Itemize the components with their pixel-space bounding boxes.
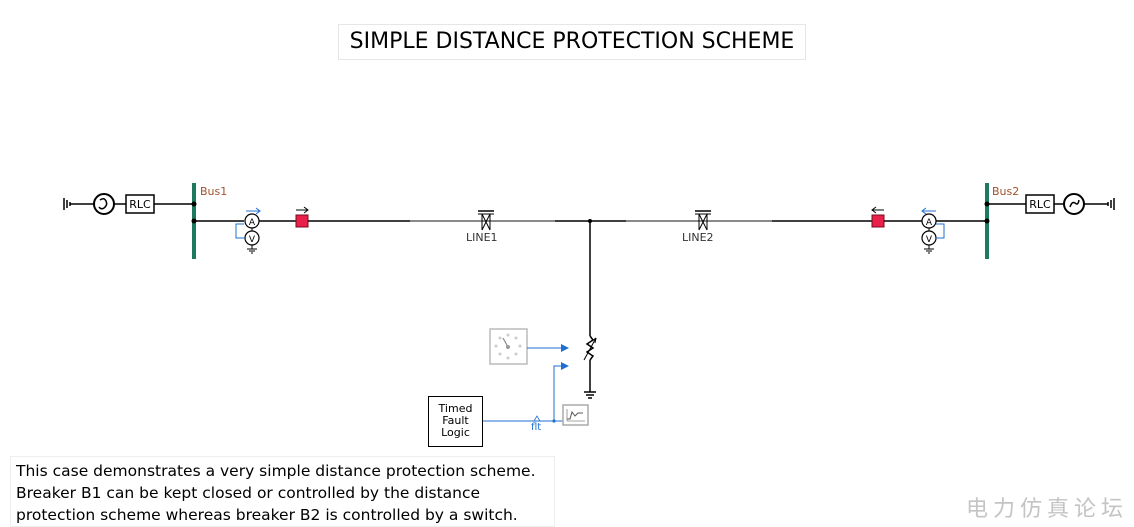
watermark: 电力仿真论坛: [965, 497, 1128, 522]
bus1-node-top: [191, 201, 197, 207]
ammeter-right-label: A: [926, 218, 933, 228]
ammeter-left[interactable]: A: [244, 213, 260, 229]
ground-left: [63, 198, 71, 210]
description-line-1: This case demonstrates a very simple dis…: [16, 462, 536, 480]
description-line-3: protection scheme whereas breaker B2 is …: [16, 506, 518, 524]
fault-resistor[interactable]: [583, 335, 597, 361]
voltmeter-right-label: V: [926, 235, 933, 245]
rlc-left-label: RLC: [129, 198, 151, 211]
breaker-b1[interactable]: [295, 214, 309, 228]
tower-icon-line1: [478, 210, 494, 231]
ammeter-right[interactable]: A: [921, 213, 937, 229]
fault-logic-line-1: Timed: [438, 402, 473, 415]
bus1-label: Bus1: [200, 185, 228, 198]
voltmeter-left-label: V: [249, 235, 256, 245]
dial-control[interactable]: [489, 328, 528, 365]
rlc-right-label: RLC: [1029, 198, 1051, 211]
ground-fault: [584, 391, 596, 399]
fault-signal-label: flt: [531, 422, 542, 433]
signal-tap-icon: [533, 415, 541, 422]
meter-left-return: [235, 223, 245, 239]
direction-arrow-left-meter: [246, 207, 261, 215]
description-box: This case demonstrates a very simple dis…: [10, 456, 555, 527]
signal-fault-logic-to-fault: [483, 362, 569, 422]
voltmeter-right[interactable]: V: [921, 228, 937, 254]
description-line-2: Breaker B1 can be kept closed or control…: [16, 484, 481, 502]
voltage-source-left[interactable]: [93, 193, 115, 215]
meter-right-return: [936, 223, 945, 239]
fault-logic-line-2: Fault: [442, 414, 469, 427]
bus2-node-bottom: [984, 218, 990, 224]
direction-arrow-right-meter: [921, 207, 936, 215]
ammeter-left-label: A: [249, 218, 256, 228]
direction-arrow-b2: [871, 206, 884, 214]
line2-label: LINE2: [682, 231, 714, 244]
line1-label: LINE1: [466, 231, 498, 244]
page-title: SIMPLE DISTANCE PROTECTION SCHEME: [338, 24, 806, 60]
tower-icon-line2: [695, 210, 711, 231]
timed-fault-logic[interactable]: Timed Fault Logic: [428, 396, 483, 447]
fault-logic-line-3: Logic: [441, 426, 470, 439]
voltage-source-right[interactable]: [1063, 193, 1085, 215]
signal-junction-node: [552, 419, 556, 423]
breaker-b2[interactable]: [871, 214, 885, 228]
bus2-label: Bus2: [992, 185, 1020, 198]
ground-right: [1107, 198, 1115, 210]
direction-arrow-b1: [296, 206, 309, 214]
voltmeter-left[interactable]: V: [244, 228, 260, 254]
output-plot-icon[interactable]: [562, 404, 589, 426]
